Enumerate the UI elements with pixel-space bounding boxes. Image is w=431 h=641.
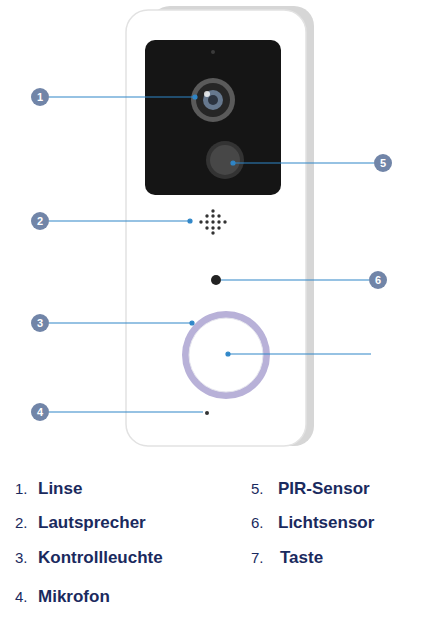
part-name: PIR-Sensor [278, 478, 370, 500]
callout-number: 1 [32, 88, 48, 106]
button [189, 318, 263, 392]
part-name: Linse [38, 478, 82, 500]
pir-dome [210, 145, 240, 175]
panel-dot [211, 50, 215, 54]
lens-center [208, 95, 218, 105]
indicator-ring [182, 311, 270, 399]
doorbell-body [126, 10, 306, 446]
lens-ring [191, 78, 235, 122]
callout-number: 2 [32, 212, 48, 230]
part-name: Lautsprecher [38, 512, 146, 534]
callout-number: 5 [375, 154, 391, 172]
list-number: 7. [251, 547, 264, 569]
list-number: 6. [251, 512, 264, 534]
pir-ring [206, 141, 244, 179]
lens-highlight [204, 91, 210, 97]
list-number: 1. [15, 478, 28, 500]
callout-number: 6 [370, 271, 386, 289]
lens-glass [203, 90, 223, 110]
part-name: Kontrollleuchte [38, 547, 163, 569]
list-number: 5. [251, 478, 264, 500]
camera-panel [145, 40, 281, 195]
lens-outer [196, 83, 230, 117]
callout-number: 3 [32, 314, 48, 332]
callout-circles [31, 88, 392, 421]
leader-dots [188, 95, 235, 356]
callout-number: 4 [32, 403, 48, 421]
leader-lines [49, 97, 374, 412]
list-number: 2. [15, 512, 28, 534]
speaker-holes [199, 209, 226, 234]
list-number: 3. [15, 547, 28, 569]
part-name: Taste [280, 547, 323, 569]
list-number: 4. [15, 586, 28, 608]
light-sensor [211, 275, 221, 285]
part-name: Mikrofon [38, 586, 110, 608]
part-name: Lichtsensor [278, 512, 374, 534]
microphone-hole [205, 411, 209, 415]
